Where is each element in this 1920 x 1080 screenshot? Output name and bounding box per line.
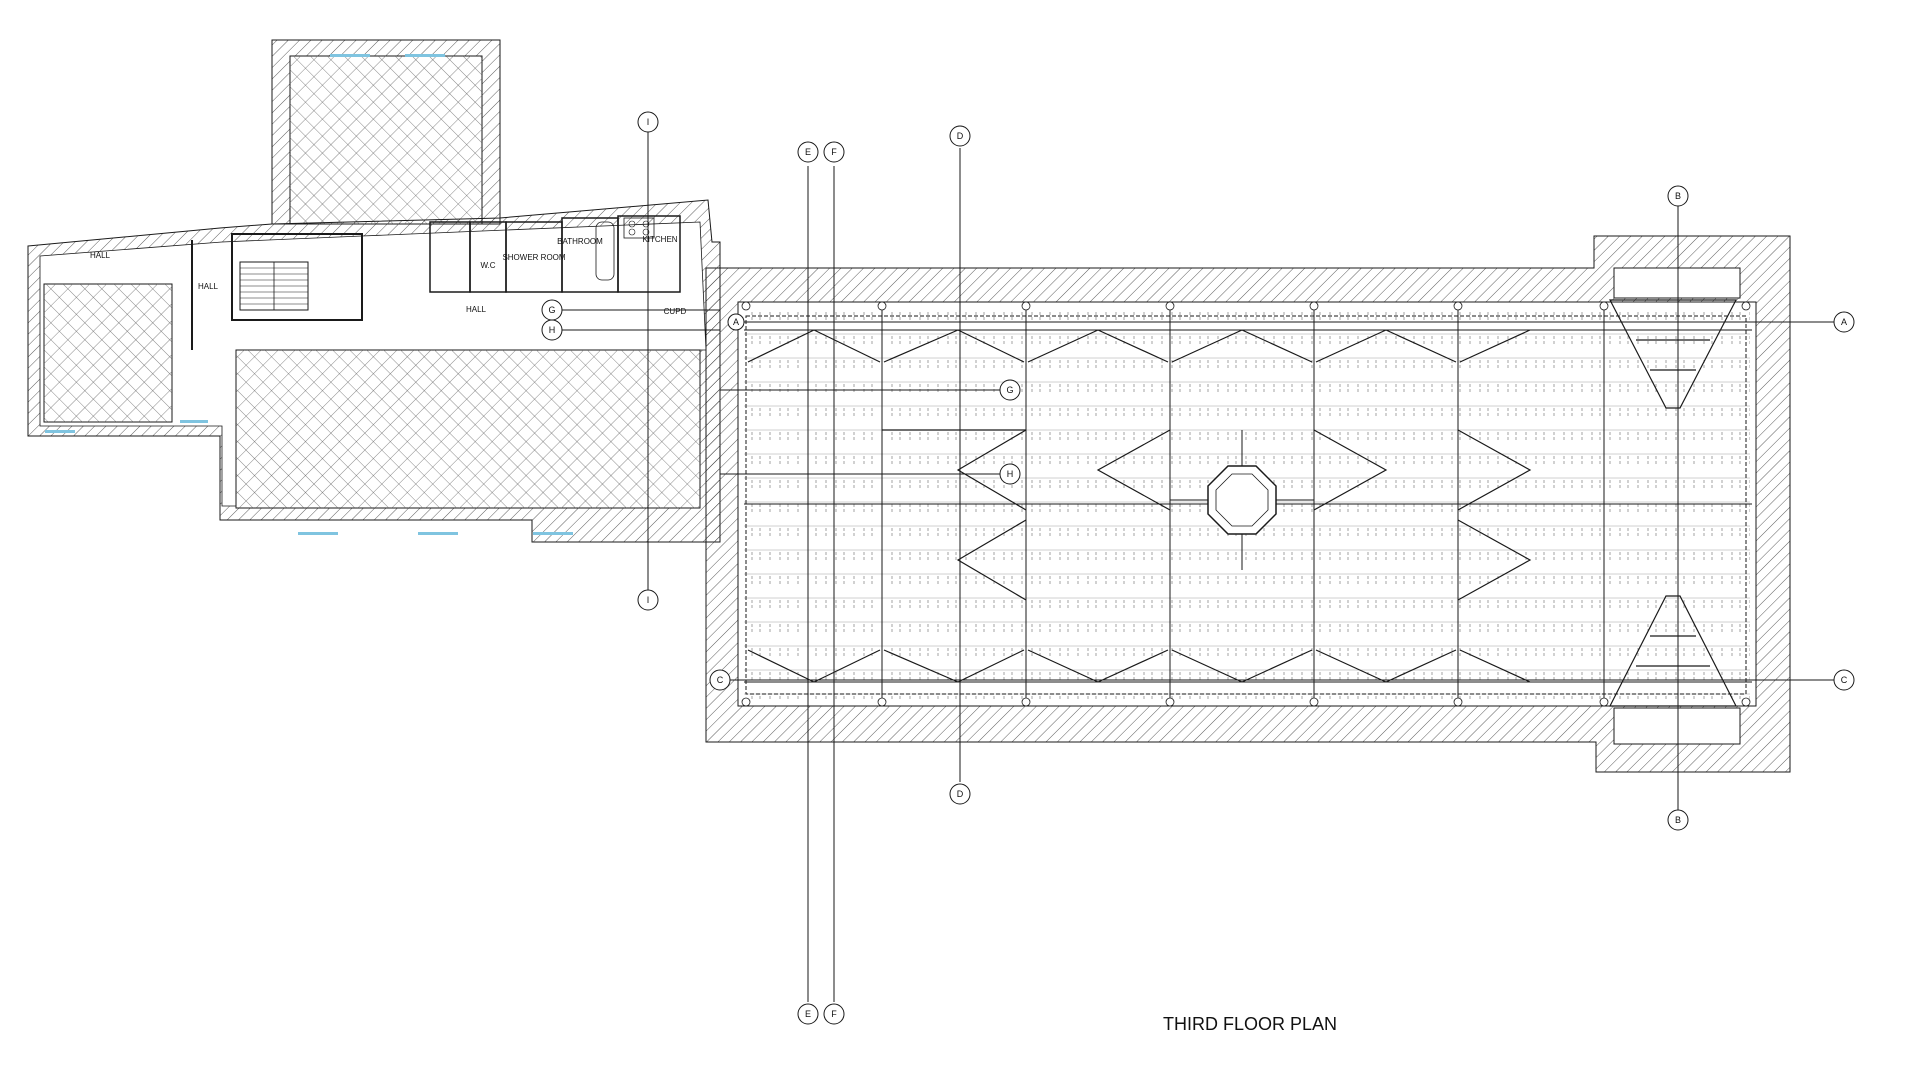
grid-marker-a-right: A — [1833, 311, 1855, 333]
grid-marker-c-left: C — [709, 669, 731, 691]
room-label-hall-west: HALL — [90, 251, 111, 260]
svg-text:I: I — [647, 595, 650, 605]
room-label-bathroom: BATHROOM — [557, 237, 603, 246]
window — [330, 54, 370, 57]
grid-marker-h-east: H — [999, 463, 1021, 485]
svg-text:H: H — [549, 325, 556, 335]
staircase — [239, 261, 309, 311]
svg-text:E: E — [805, 147, 811, 157]
window — [533, 532, 573, 535]
svg-text:E: E — [805, 1009, 811, 1019]
svg-text:B: B — [1675, 815, 1681, 825]
room-label-shower-room: SHOWER ROOM — [502, 253, 565, 262]
west-void-crosshatch — [44, 284, 172, 422]
window — [45, 430, 75, 433]
east-trusses — [1609, 299, 1737, 707]
grid-marker-f-top: F — [823, 141, 845, 163]
window — [405, 54, 445, 57]
svg-text:F: F — [831, 147, 837, 157]
svg-text:I: I — [647, 117, 650, 127]
svg-text:D: D — [957, 789, 964, 799]
gallery-edge — [745, 315, 1747, 695]
svg-text:D: D — [957, 131, 964, 141]
grid-marker-e-bottom: E — [797, 1003, 819, 1025]
svg-text:G: G — [548, 305, 555, 315]
east-bay-north — [1613, 267, 1741, 299]
section-lines — [562, 130, 1834, 1002]
grid-marker-i-top: I — [637, 111, 659, 133]
room-label-wc: W.C — [480, 261, 495, 270]
truss-diagonals — [747, 329, 1532, 683]
window — [418, 532, 458, 535]
grid-marker-f-bottom: F — [823, 1003, 845, 1025]
bathtub — [595, 221, 615, 281]
grid-marker-d-top: D — [949, 125, 971, 147]
central-lantern — [1170, 430, 1314, 570]
svg-text:A: A — [733, 317, 739, 327]
grid-marker-b-top: B — [1667, 185, 1689, 207]
west-wing: HALL HALL HALL W.C SHOWER ROOM BATHROOM … — [27, 39, 721, 543]
stair-hall-walls — [231, 233, 363, 321]
east-hall — [705, 235, 1791, 773]
grid-marker-h-west: H — [541, 319, 563, 341]
grid-marker-g-east: G — [999, 379, 1021, 401]
svg-text:G: G — [1006, 385, 1013, 395]
grid-marker-g-west: G — [541, 299, 563, 321]
grid-marker-b-bottom: B — [1667, 809, 1689, 831]
svg-text:B: B — [1675, 191, 1681, 201]
room-label-kitchen: KITCHEN — [642, 235, 677, 244]
svg-text:C: C — [1841, 675, 1848, 685]
grid-marker-i-bottom: I — [637, 589, 659, 611]
column-bases — [741, 301, 1751, 707]
room-label-hall-main: HALL — [466, 305, 487, 314]
drawing-title: THIRD FLOOR PLAN — [1163, 1014, 1337, 1034]
grid-marker-a-left: A — [727, 313, 745, 331]
grid-marker-e-top: E — [797, 141, 819, 163]
room-label-hall-stair: HALL — [198, 282, 219, 291]
room-label-cupd: CUPD — [664, 307, 687, 316]
svg-text:H: H — [1007, 469, 1014, 479]
svg-text:A: A — [1841, 317, 1847, 327]
window — [298, 532, 338, 535]
north-tower-crosshatch — [290, 56, 482, 224]
central-void-crosshatch — [236, 350, 700, 508]
kitchen-hob — [623, 217, 655, 239]
wet-room-partitions — [429, 215, 681, 293]
grid-marker-c-right: C — [1833, 669, 1855, 691]
structural-bays — [744, 308, 1752, 700]
east-bay-south — [1613, 707, 1741, 745]
svg-text:C: C — [717, 675, 724, 685]
svg-text:F: F — [831, 1009, 837, 1019]
window — [180, 420, 208, 423]
grid-marker-d-bottom: D — [949, 783, 971, 805]
